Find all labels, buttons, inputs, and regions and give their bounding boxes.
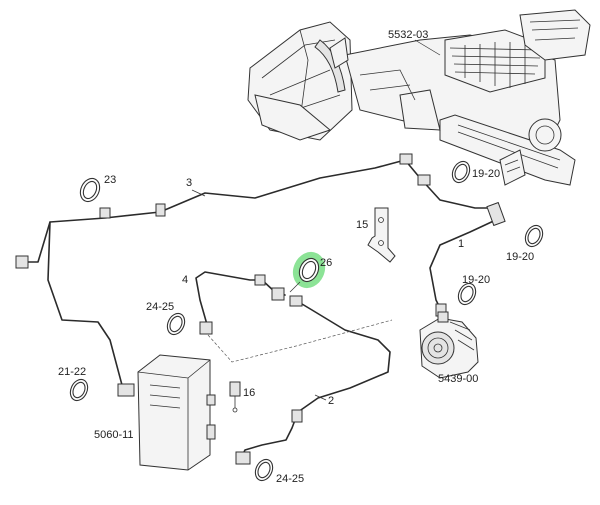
sensor-16 [229, 381, 241, 413]
control-unit [137, 354, 216, 471]
fitting-2a [289, 295, 303, 307]
label-2: 2 [328, 395, 334, 407]
label-23: 23 [104, 174, 116, 186]
o-ring-24-25-lower [254, 458, 274, 482]
bracket-15 [367, 207, 396, 263]
label-5060-11: 5060-11 [94, 429, 134, 441]
fitting-3e [117, 383, 135, 397]
label-5439-00: 5439-00 [438, 373, 478, 385]
fitting-3b [155, 203, 166, 217]
label-5532-03: 5532-03 [388, 29, 428, 41]
hose-1 [429, 201, 506, 317]
label-21-22: 21-22 [58, 366, 86, 378]
fitting-4c [271, 287, 285, 301]
fitting-1a [486, 201, 506, 227]
fitting-3d [417, 174, 431, 186]
label-19-20-mid: 19-20 [462, 274, 490, 286]
label-26: 26 [320, 257, 332, 269]
label-19-20-right: 19-20 [506, 251, 534, 263]
o-ring-21-22 [69, 378, 89, 402]
fitting-2b [291, 409, 303, 423]
hose-4 [195, 271, 286, 335]
o-ring-19-20-right [524, 224, 544, 248]
fitting-2c [235, 451, 251, 465]
fitting-4a [199, 321, 213, 335]
label-19-20-top: 19-20 [472, 168, 500, 180]
hose-2 [235, 295, 391, 465]
hvac-unit [247, 9, 591, 186]
label-3: 3 [186, 177, 192, 189]
hose-3 [15, 153, 496, 397]
label-24-25-lower: 24-25 [276, 473, 304, 485]
label-1: 1 [458, 238, 464, 250]
o-ring-23 [79, 177, 101, 203]
o-ring-24-25-upper [166, 312, 186, 336]
o-ring-19-20-mid [457, 282, 477, 306]
fitting-3a [99, 207, 111, 219]
fitting-3c [399, 153, 413, 165]
label-16: 16 [243, 387, 255, 399]
compressor [419, 311, 479, 379]
label-15: 15 [356, 219, 368, 231]
label-4: 4 [182, 274, 188, 286]
fitting-4b [254, 274, 266, 286]
o-ring-26-highlighted[interactable] [292, 251, 326, 289]
o-ring-19-20-top [451, 160, 471, 184]
label-24-25-upper: 24-25 [146, 301, 174, 313]
